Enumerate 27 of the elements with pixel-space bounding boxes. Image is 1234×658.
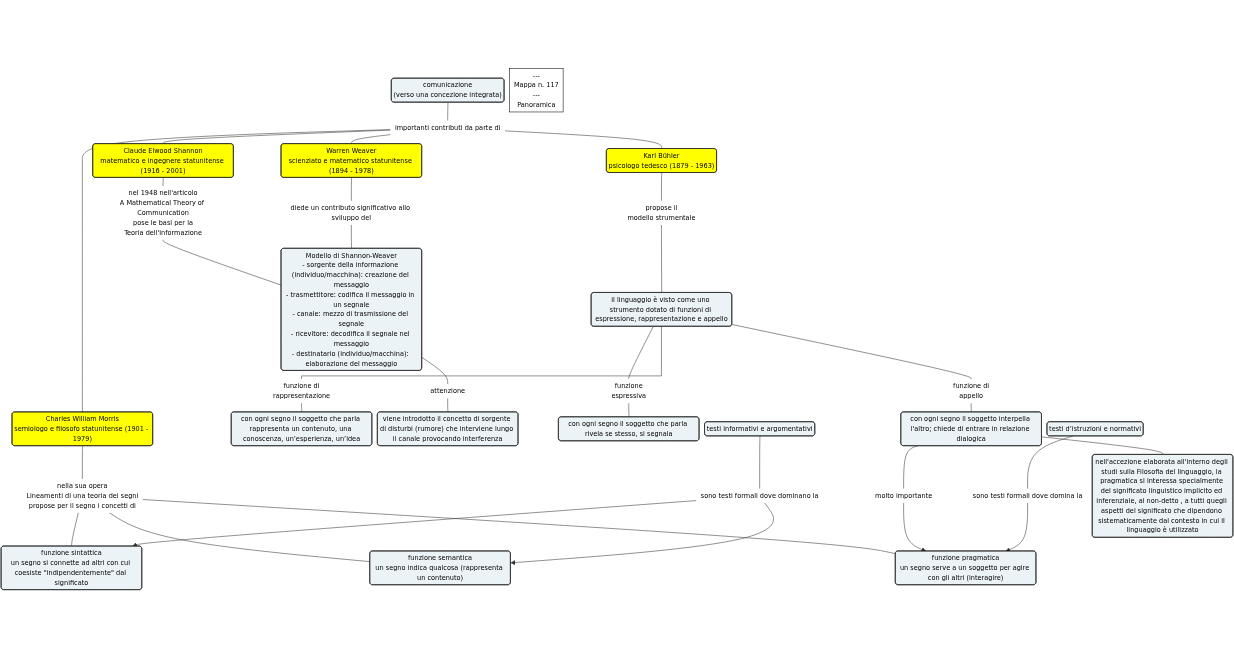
connector [82, 129, 391, 413]
connector [970, 402, 972, 413]
connector [903, 445, 919, 490]
connector [142, 499, 896, 554]
connector [301, 402, 303, 413]
connector [759, 435, 761, 490]
connector [163, 129, 391, 145]
connector [1041, 436, 1164, 455]
connector [628, 402, 630, 418]
connector [301, 326, 662, 380]
connector [421, 357, 448, 385]
connector [351, 224, 352, 249]
connector [661, 224, 662, 293]
connector [447, 102, 449, 121]
connector [71, 512, 79, 547]
connector [162, 239, 282, 286]
connector [628, 326, 654, 380]
connector [661, 172, 662, 202]
connector [351, 177, 352, 202]
connector [162, 177, 164, 187]
connector [82, 445, 83, 480]
connector [1027, 435, 1074, 490]
connector [731, 324, 972, 380]
connector [447, 397, 449, 413]
connector [351, 134, 391, 145]
connector [109, 512, 371, 562]
connector [504, 130, 662, 150]
